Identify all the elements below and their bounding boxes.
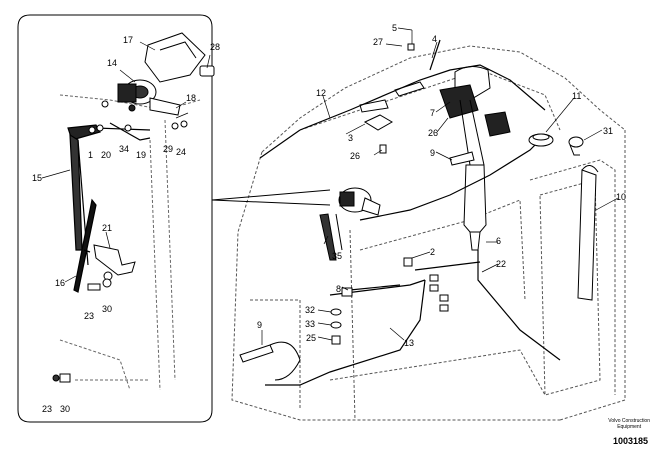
callout-label: 29 (163, 144, 173, 154)
roof-panels (359, 81, 475, 166)
leader-lines (41, 27, 619, 345)
wiper-motor-cover (144, 32, 215, 83)
callout-label: 33 (305, 319, 315, 329)
callout-label: 14 (107, 58, 117, 68)
callout-label: 23 (84, 311, 94, 321)
brand-line-2: Equipment (617, 424, 642, 430)
callout-label: 26 (350, 151, 360, 161)
roof-lamp-11 (528, 133, 554, 147)
switch-panel (239, 341, 301, 381)
washer-bottle (463, 164, 487, 251)
wiper-motor-assembly (319, 187, 381, 261)
callout-label: 15 (32, 173, 42, 183)
callout-label: 31 (603, 126, 613, 136)
beacon-31 (568, 136, 584, 156)
callout-label: 22 (496, 259, 506, 269)
wiper-motor-inset (101, 79, 181, 116)
callout-label: 30 (102, 304, 112, 314)
callout-label: 2 (430, 247, 435, 257)
callout-label: 11 (572, 91, 581, 101)
brand-line-1: Volvo Construction (608, 418, 650, 424)
bolt-washer-stack (330, 43, 415, 345)
inset-cab-background (59, 94, 201, 391)
callout-labels: 1 2 3 4 5 6 7 8 9 9 10 11 12 13 14 15 16… (32, 23, 626, 414)
callout-label: 10 (616, 192, 626, 202)
cab-outline (231, 45, 626, 421)
callout-label: 34 (119, 144, 129, 154)
detail-inset-frame (17, 14, 331, 423)
callout-label: 18 (186, 93, 196, 103)
callout-label: 16 (55, 278, 65, 288)
callout-label: 13 (404, 338, 414, 348)
callout-label: 24 (176, 147, 186, 157)
fuse-connectors (341, 257, 449, 312)
callout-label: 20 (101, 150, 111, 160)
callout-label: 3 (348, 133, 353, 143)
callout-label: 6 (496, 236, 501, 246)
callout-label: 12 (316, 88, 326, 98)
callout-label: 9 (430, 148, 435, 158)
callout-label: 1 (88, 150, 93, 160)
wire-harness (259, 39, 561, 386)
duct-assembly (439, 66, 511, 166)
callout-label: 21 (102, 223, 112, 233)
callout-label: 4 (432, 34, 437, 44)
document-number: 1003185 (612, 436, 648, 446)
callout-label: 25 (306, 333, 316, 343)
fasteners-inset (52, 120, 188, 383)
callout-label: 27 (373, 37, 383, 47)
wiper-blade-inset (73, 198, 97, 293)
callout-label: 32 (305, 305, 315, 315)
callout-label: 19 (136, 150, 146, 160)
hose-10 (577, 165, 599, 301)
callout-label: 5 (392, 23, 397, 33)
callout-label: 28 (210, 42, 220, 52)
callout-label: 17 (123, 35, 133, 45)
callout-label: 8 (336, 284, 341, 294)
callout-label: 23 (42, 404, 52, 414)
callout-label: 7 (430, 108, 435, 118)
callout-label: 9 (257, 320, 262, 330)
callout-label: 35 (332, 251, 342, 261)
callout-label: 30 (60, 404, 70, 414)
brand-caption: Volvo Construction Equipment (608, 418, 650, 430)
bracket-inset (93, 244, 136, 281)
callout-label: 26 (428, 128, 438, 138)
